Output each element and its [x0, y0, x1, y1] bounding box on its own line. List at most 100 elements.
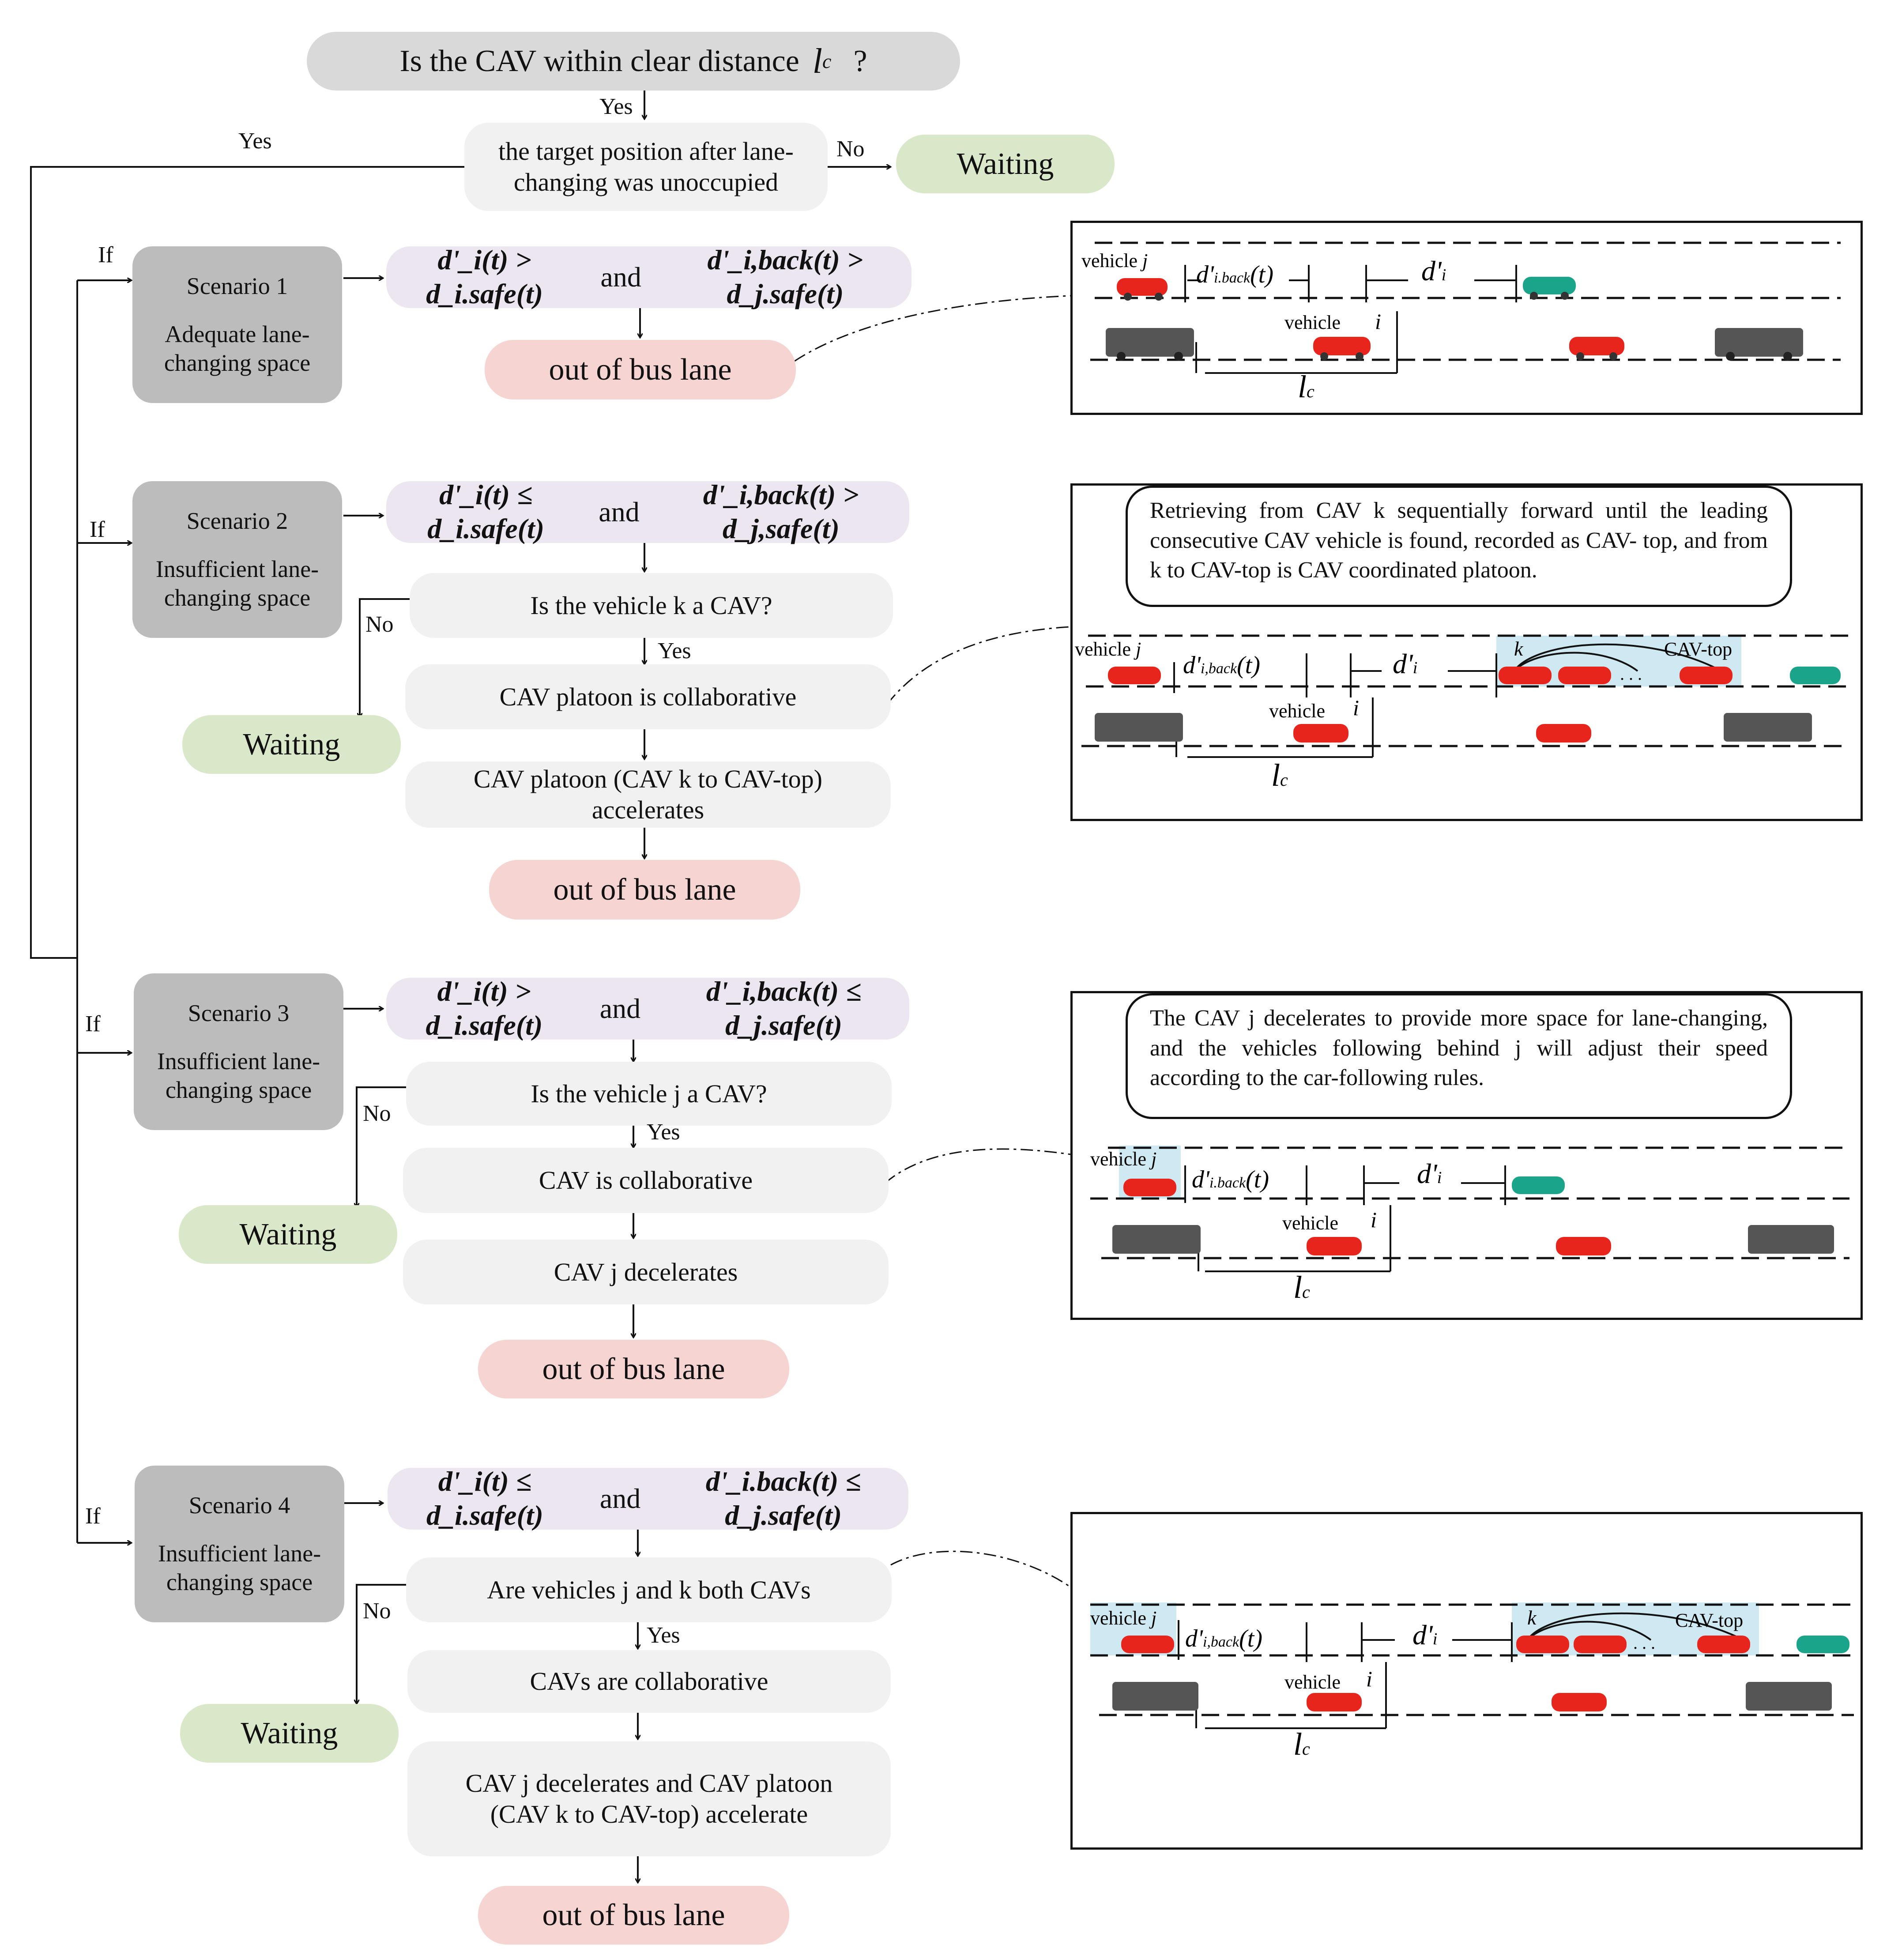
- svg-text:k: k: [1514, 637, 1524, 660]
- if-label-3: If: [85, 1011, 101, 1037]
- scenario-4-waiting: Waiting: [180, 1704, 399, 1763]
- scenario-3-yes-label: Yes: [647, 1119, 680, 1145]
- svg-text:vehicle: vehicle: [1282, 1212, 1338, 1234]
- cav-icon: [1117, 278, 1168, 301]
- scenario-4-title: Scenario 4: [188, 1492, 290, 1519]
- waiting-top: Waiting: [896, 135, 1115, 193]
- scenario-4-action: CAV j decelerates and CAV platoon (CAV k…: [407, 1741, 891, 1856]
- svg-text:vehicle: vehicle: [1284, 1671, 1341, 1693]
- scenario-3-cond-left: d'_i(t) > d_i.safe(t): [426, 976, 543, 1041]
- scenario-4-cond-right: d'_i.back(t) ≤ d_j.safe(t): [705, 1466, 861, 1531]
- bus-icon: [1106, 328, 1194, 361]
- scenario-1-box: Scenario 1 Adequate lane-changing space: [132, 246, 342, 403]
- if-label-1: If: [98, 242, 113, 268]
- scenario-3-box: Scenario 3 Insufficient lane-changing sp…: [134, 973, 343, 1130]
- scenario-4-yes-label: Yes: [647, 1623, 680, 1648]
- scenario-2-cond-right: d'_i,back(t) > d_j,safe(t): [703, 479, 859, 544]
- scenario-3-collaborative: CAV is collaborative: [403, 1148, 889, 1213]
- scenario-3-check-j: Is the vehicle j a CAV?: [406, 1062, 892, 1126]
- svg-text:d'i,back(t): d'i,back(t): [1183, 652, 1260, 679]
- scenario-4-lane-svg: vehicle j d'i,back(t) d'i k CAV-top vehi…: [1090, 1602, 1854, 1762]
- scenario-2-box: Scenario 2 Insufficient lane-changing sp…: [132, 481, 342, 638]
- cav-top-label-4: CAV-top: [1675, 1609, 1743, 1631]
- scenario-4-out-of-bus-lane: out of bus lane: [478, 1886, 789, 1945]
- scenario-2-cond-left: d'_i(t) ≤ d_i.safe(t): [427, 479, 545, 544]
- cav-top-label: CAV-top: [1664, 638, 1732, 660]
- scenario-4-collaborative: CAVs are collaborative: [407, 1650, 891, 1713]
- lc-subscript: c: [822, 49, 832, 72]
- scenario-2-and: and: [599, 496, 640, 528]
- svg-text:d'i: d'i: [1417, 1158, 1442, 1189]
- scenario-3-note: The CAV j decelerates to provide more sp…: [1126, 993, 1792, 1119]
- scenario-3-and: and: [599, 992, 641, 1024]
- scenario-1-cond-right: d'_i,back(t) > d_j.safe(t): [707, 244, 863, 309]
- scenario-1-lane-diagram: vehicle j d'i.back(t) d'i vehicle i lc: [1070, 221, 1863, 415]
- scenario-4-and: and: [599, 1482, 641, 1514]
- svg-text:vehicle j: vehicle j: [1075, 638, 1141, 660]
- scenario-4-condition: d'_i(t) ≤ d_i.safe(t) and d'_i.back(t) ≤…: [388, 1466, 908, 1531]
- vehicle-i-label: vehicle: [1284, 312, 1341, 333]
- svg-text:i: i: [1371, 1207, 1377, 1232]
- svg-text:i: i: [1375, 309, 1381, 334]
- if-label-2: If: [90, 517, 105, 542]
- svg-text:d'i.back(t): d'i.back(t): [1192, 1166, 1269, 1193]
- svg-text:. . .: . . .: [1620, 664, 1642, 684]
- svg-text:lc: lc: [1293, 1726, 1310, 1762]
- svg-text:vehicle j: vehicle j: [1090, 1607, 1156, 1629]
- no-label: No: [836, 136, 865, 162]
- bus-icon: [1715, 328, 1803, 361]
- scenario-2-yes-label: Yes: [658, 638, 691, 663]
- scenario-4-lane-diagram: vehicle j d'i,back(t) d'i k CAV-top vehi…: [1070, 1512, 1863, 1850]
- scenario-3-cond-right: d'_i,back(t) ≤ d_j.safe(t): [706, 976, 862, 1041]
- scenario-3-out-of-bus-lane: out of bus lane: [478, 1340, 789, 1398]
- scenario-3-desc: Insufficient lane-changing space: [157, 1048, 320, 1103]
- svg-text:vehicle j: vehicle j: [1090, 1148, 1156, 1170]
- svg-text:i: i: [1366, 1666, 1372, 1691]
- scenario-4-no-label: No: [363, 1598, 391, 1624]
- scenario-1-lane-svg: vehicle j d'i.back(t) d'i vehicle i lc: [1081, 241, 1841, 404]
- scenario-2-waiting: Waiting: [182, 715, 401, 774]
- svg-text:d'i: d'i: [1393, 648, 1417, 679]
- svg-text:lc: lc: [1271, 758, 1288, 793]
- target-position-check: the target position after lane-changing …: [464, 123, 828, 211]
- cav-icon: [1569, 337, 1624, 360]
- scenario-3-condition: d'_i(t) > d_i.safe(t) and d'_i,back(t) ≤…: [386, 976, 909, 1041]
- cav-icon: [1313, 337, 1371, 360]
- svg-text:i: i: [1353, 695, 1359, 720]
- question-mark: ?: [853, 44, 867, 78]
- lc-symbol: l: [812, 41, 823, 81]
- svg-text:k: k: [1527, 1606, 1537, 1629]
- scenario-4-desc: Insufficient lane-changing space: [158, 1540, 321, 1595]
- scenario-2-check-k: Is the vehicle k a CAV?: [410, 573, 893, 638]
- hdv-icon: [1523, 277, 1576, 300]
- scenario-4-cond-left: d'_i(t) ≤ d_i.safe(t): [426, 1466, 543, 1531]
- scenario-1-out-of-bus-lane: out of bus lane: [485, 340, 796, 400]
- scenario-1-and: and: [600, 261, 641, 293]
- scenario-3-no-label: No: [363, 1101, 391, 1126]
- yes-label: Yes: [599, 94, 633, 119]
- scenario-3-action: CAV j decelerates: [403, 1240, 889, 1304]
- scenario-2-collaborative: CAV platoon is collaborative: [405, 664, 891, 729]
- scenario-2-desc: Insufficient lane-changing space: [155, 556, 319, 611]
- scenario-2-action: CAV platoon (CAV k to CAV-top) accelerat…: [405, 761, 891, 828]
- svg-text:d'i.back(t): d'i.back(t): [1196, 261, 1273, 288]
- scenario-3-title: Scenario 3: [188, 1000, 290, 1027]
- scenario-2-no-label: No: [365, 612, 394, 637]
- scenario-4-check-jk: Are vehicles j and k both CAVs: [406, 1557, 892, 1622]
- scenario-2-lane-svg: vehicle j d'i,back(t) d'i k CAV-top vehi…: [1075, 634, 1849, 793]
- scenario-2-out-of-bus-lane: out of bus lane: [489, 860, 800, 920]
- scenario-4-box: Scenario 4 Insufficient lane-changing sp…: [135, 1466, 344, 1622]
- loop-yes-label: Yes: [238, 128, 272, 154]
- scenario-3-waiting: Waiting: [179, 1205, 397, 1264]
- svg-text:d'i,back(t): d'i,back(t): [1185, 1625, 1262, 1652]
- if-label-4: If: [85, 1504, 101, 1529]
- scenario-2-title: Scenario 2: [186, 508, 288, 535]
- vehicle-j-label: vehicle j: [1081, 250, 1148, 271]
- scenario-1-title: Scenario 1: [186, 273, 288, 300]
- scenario-1-condition: d'_i(t) > d_i.safe(t) and d'_i,back(t) >…: [386, 244, 911, 309]
- scenario-1-desc: Adequate lane-changing space: [164, 321, 311, 376]
- svg-text:. . .: . . .: [1633, 1633, 1655, 1653]
- svg-text:d'i: d'i: [1421, 255, 1446, 286]
- scenario-2-note: Retrieving from CAV k sequentially forwa…: [1126, 486, 1792, 607]
